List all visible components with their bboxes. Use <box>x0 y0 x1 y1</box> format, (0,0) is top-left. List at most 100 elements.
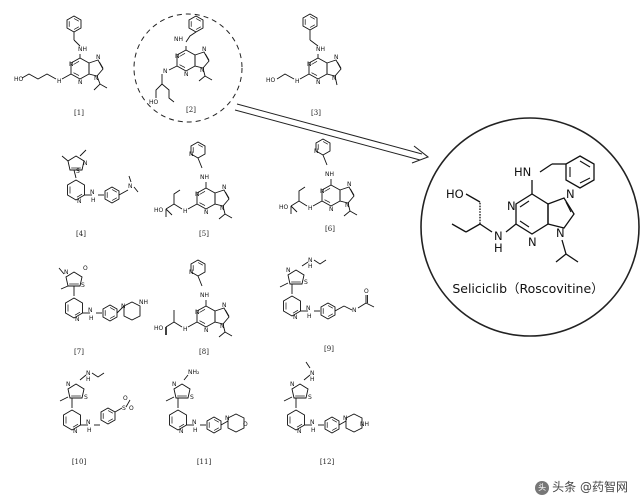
atom: N <box>189 269 194 276</box>
atom: NH₂ <box>188 369 200 376</box>
atom: N <box>290 381 295 388</box>
atom: H <box>57 78 62 85</box>
atom: N <box>222 184 227 191</box>
atom: N <box>128 183 133 190</box>
atom: N <box>69 61 74 68</box>
atom: N <box>78 79 83 86</box>
atom: H <box>308 263 313 270</box>
compound-label-1: [1] <box>74 109 84 117</box>
atom: NH <box>200 174 209 181</box>
atom: N <box>77 198 82 205</box>
atom: S <box>76 168 80 175</box>
atom: N <box>192 419 197 426</box>
compound-label-11: [11] <box>196 458 212 466</box>
atom: N <box>121 303 126 310</box>
atom: N <box>90 189 95 196</box>
compound-label-3: [3] <box>311 109 321 117</box>
compound-10: N H S N N N H S O O <box>59 370 134 435</box>
atom: H <box>308 205 313 212</box>
atom: N <box>220 323 225 330</box>
atom: N <box>73 428 78 435</box>
compound-1: NH N N N N H HO <box>14 15 108 91</box>
atom: N <box>222 302 227 309</box>
atom: S <box>304 279 308 286</box>
atom: N <box>64 269 69 276</box>
atom: H <box>307 313 312 320</box>
atom-h: H <box>494 241 503 255</box>
atom-n4: N <box>556 226 565 240</box>
atom-n1: N <box>507 199 516 213</box>
atom: N <box>184 71 189 78</box>
seliciclib-structure: HN N N N N N H HO <box>446 155 595 263</box>
atom: HO <box>154 325 164 332</box>
atom: N <box>195 191 200 198</box>
atom: N <box>329 206 334 213</box>
atom: O <box>123 395 128 402</box>
atom: H <box>311 427 316 434</box>
atom-n2: N <box>528 235 537 249</box>
atom: HO <box>14 76 24 83</box>
compound-label-9: [9] <box>324 345 334 353</box>
compound-4: S N N N H N <box>61 149 139 205</box>
atom: N <box>320 188 325 195</box>
atom: NH <box>78 46 87 53</box>
compound-2: NH N N N N N HO <box>149 15 213 106</box>
atom-n3: N <box>566 187 575 201</box>
atom: N <box>310 419 315 426</box>
atom: N <box>352 307 357 314</box>
atom-nh: N <box>494 229 503 243</box>
compound-11: NH₂ S N N N H N O <box>165 369 248 435</box>
atom: N <box>286 267 291 274</box>
atom: H <box>91 197 96 204</box>
atom: H <box>310 376 315 383</box>
atom: N <box>195 309 200 316</box>
compound-label-7: [7] <box>74 348 84 356</box>
atom: N <box>307 61 312 68</box>
atom: N <box>220 205 225 212</box>
atom: HO <box>266 77 276 84</box>
atom: N <box>86 419 91 426</box>
atom: N <box>306 305 311 312</box>
atom-ho: HO <box>446 187 464 201</box>
atom: N <box>347 181 352 188</box>
atom: N <box>332 75 337 82</box>
atom: N <box>200 67 205 74</box>
compound-label-6: [6] <box>325 225 335 233</box>
atom: N <box>297 428 302 435</box>
compound-label-8: [8] <box>199 348 209 356</box>
atom: N <box>204 209 209 216</box>
atom: N <box>172 381 177 388</box>
watermark-logo-icon: 头 <box>535 480 550 495</box>
atom: H <box>183 326 188 333</box>
atom: H <box>193 427 198 434</box>
compound-9: N H S N N N H N O <box>279 257 375 321</box>
atom-hn: HN <box>514 165 531 179</box>
atom: N <box>88 307 93 314</box>
atom: N <box>86 370 91 377</box>
atom: H <box>87 427 92 434</box>
atom: N <box>179 428 184 435</box>
atom: N <box>310 370 315 377</box>
atom: NH <box>325 171 334 178</box>
atom: N <box>189 151 194 158</box>
atom: HO <box>154 207 164 214</box>
arrow-double <box>234 103 430 164</box>
atom: H <box>89 315 94 322</box>
compound-5: N NH N N N N H HO <box>154 141 233 220</box>
seliciclib-name: Seliciclib（Roscovitine） <box>452 281 604 296</box>
compound-6: N NH N N N N H HO <box>279 138 358 217</box>
atom: NH <box>360 421 369 428</box>
watermark: 头头条 @药智网 <box>535 478 628 495</box>
atom: NH <box>174 36 183 43</box>
atom: N <box>163 68 168 75</box>
atom: N <box>293 314 298 321</box>
atom: N <box>334 54 339 61</box>
atom: H <box>86 376 91 383</box>
atom: HO <box>279 204 289 211</box>
compound-3: NH N N N N H HO <box>266 13 342 86</box>
compound-label-2: [2] <box>186 106 196 114</box>
atom: N <box>345 202 350 209</box>
atom: N <box>343 415 348 422</box>
atom: N <box>75 316 80 323</box>
